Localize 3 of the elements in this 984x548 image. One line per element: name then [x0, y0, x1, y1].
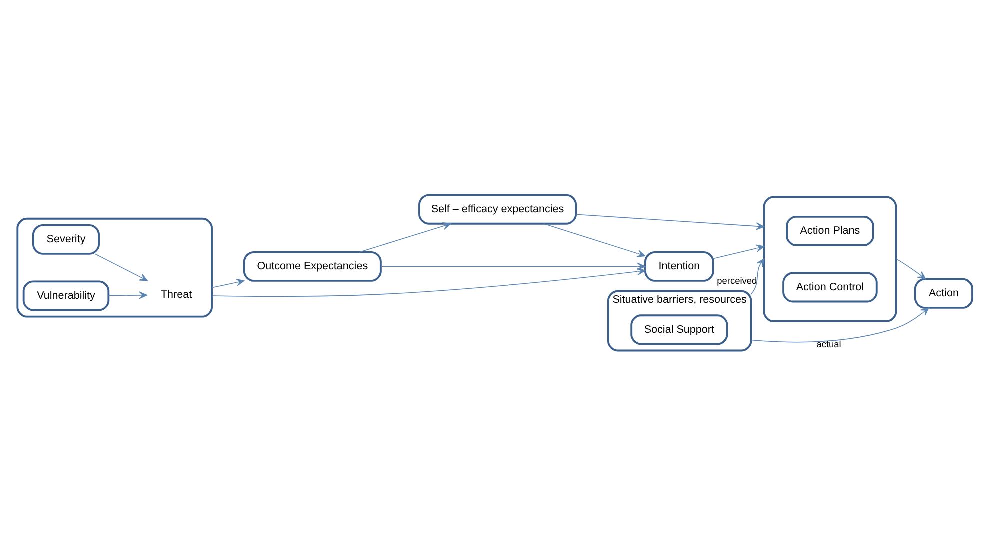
node-text: Threat	[160, 289, 192, 302]
edge-label: perceived	[717, 276, 758, 286]
edge-label: actual	[816, 339, 842, 350]
